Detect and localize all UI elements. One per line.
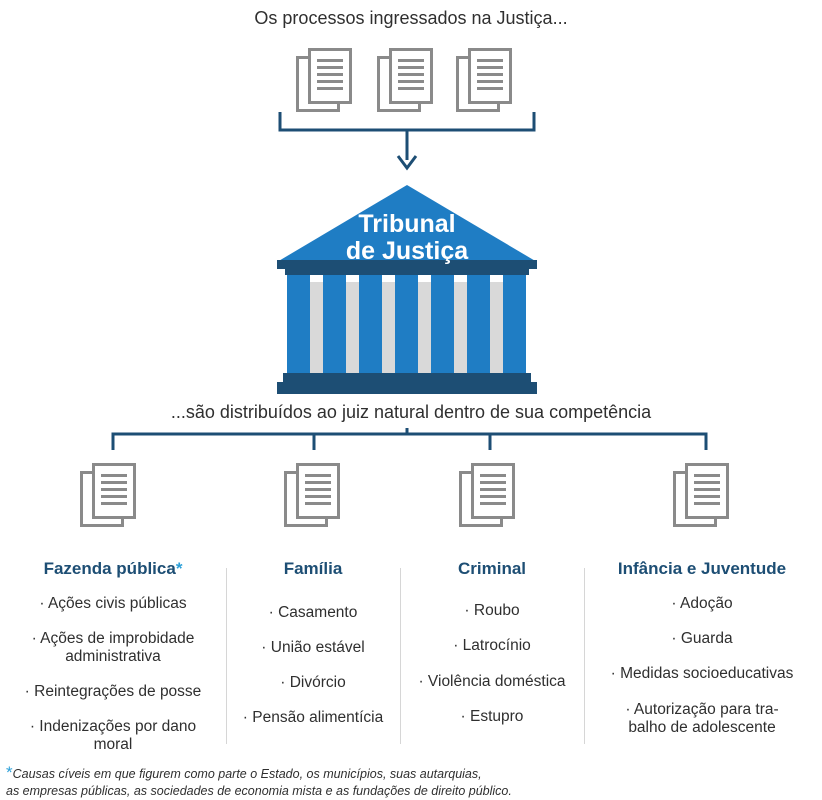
- list-item: · Reintegrações de posse: [24, 683, 202, 700]
- list-item: · Indenizações por dano: [29, 718, 197, 735]
- column-title-infancia-juventude: Infância e Juventude: [617, 559, 787, 578]
- list-item: · Adoção: [671, 595, 733, 612]
- distribution-caption: ...são distribuídos ao juiz natural dent…: [170, 402, 652, 422]
- document-icon: [456, 48, 512, 112]
- document-icon: [377, 48, 433, 112]
- list-item: · Estupro: [460, 708, 524, 725]
- list-item: · Medidas socioeducativas: [610, 665, 794, 682]
- column-title-familia: Família: [283, 559, 343, 578]
- document-icon: [284, 463, 340, 527]
- list-item: balho de adolescente: [628, 719, 776, 736]
- footnote-marker: *: [6, 763, 13, 782]
- column-title-criminal: Criminal: [457, 559, 527, 578]
- list-item: · Ações de improbidade: [31, 630, 195, 647]
- list-item: · Autorização para tra-: [625, 701, 779, 718]
- list-item: · Pensão alimentícia: [242, 709, 384, 726]
- column-divider: [226, 568, 227, 744]
- merge-bracket: [278, 112, 536, 160]
- document-icon: [80, 463, 136, 527]
- list-item: administrativa: [65, 648, 161, 665]
- list-item: moral: [93, 736, 133, 753]
- distribution-bracket: [111, 428, 708, 450]
- document-icon: [296, 48, 352, 112]
- document-icon: [673, 463, 729, 527]
- list-item: · Guarda: [671, 630, 733, 647]
- footnote-line1: Causas cíveis em que figurem como parte …: [12, 767, 482, 781]
- footnote: *Causas cíveis em que figurem como parte…: [6, 764, 512, 800]
- document-icon: [459, 463, 515, 527]
- column-divider: [400, 568, 401, 744]
- list-item: · Violência doméstica: [418, 673, 566, 690]
- list-item: · Divórcio: [280, 674, 346, 691]
- footnote-line2: as empresas públicas, as sociedades de e…: [6, 784, 512, 798]
- column-title-fazenda-publica: Fazenda pública*: [43, 559, 183, 578]
- list-item: · Latrocínio: [453, 637, 531, 654]
- court-title-line1: Tribunal: [358, 210, 455, 238]
- column-divider: [584, 568, 585, 744]
- list-item: · União estável: [261, 639, 365, 656]
- footnote-marker: *: [175, 559, 183, 578]
- list-item: · Casamento: [268, 604, 358, 621]
- list-item: · Ações civis públicas: [39, 595, 187, 612]
- list-item: · Roubo: [464, 602, 520, 619]
- top-caption: Os processos ingressados na Justiça...: [254, 8, 568, 28]
- courthouse-icon: [277, 185, 537, 394]
- down-arrow-icon: [396, 155, 418, 171]
- court-title-line2: de Justiça: [346, 237, 469, 265]
